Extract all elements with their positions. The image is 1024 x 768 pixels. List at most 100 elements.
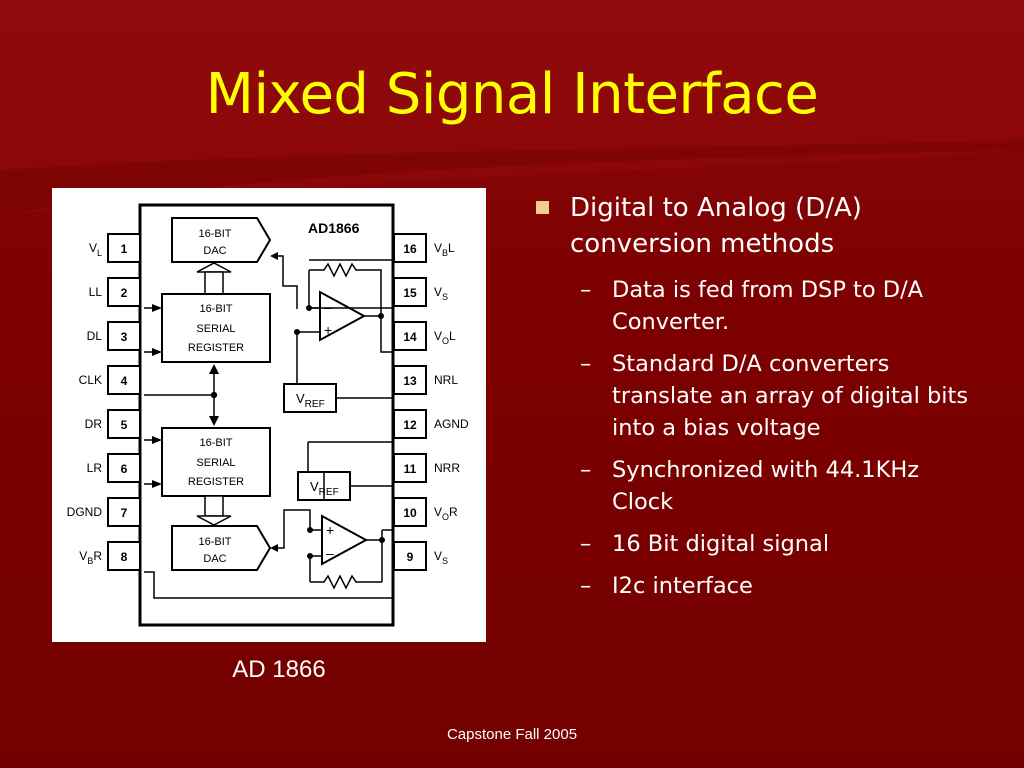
pin-box [393,233,427,263]
pin-label: LR [87,461,103,475]
pin-box [393,453,427,483]
pin-box [107,233,141,263]
pin-number: 1 [121,242,128,256]
pin-number: 12 [403,418,417,432]
pin-number: 5 [121,418,128,432]
dac-bottom-block [171,525,272,571]
bullet-list: Digital to Analog (D/A) conversion metho… [534,190,984,612]
reg-top-label-3: REGISTER [188,342,244,354]
feedback-resistor-bottom [310,574,382,590]
opamp-top-out-line [368,269,393,353]
sub-bullet-list: –Data is fed from DSP to D/A Converter. … [534,274,984,602]
feedback-resistor-top [309,262,368,278]
opamp-bottom-out-line [366,539,383,582]
pin-box [393,541,427,571]
dac-top-label-2: DAC [203,245,226,257]
slide-title: Mixed Signal Interface [205,62,819,127]
pin-label: NRR [434,461,460,475]
pin-label: VS [434,285,448,302]
vref-bottom-label: VREF [310,479,339,498]
opamp-top [319,290,367,342]
pin-number: 11 [404,462,417,476]
pin-label: LL [89,285,103,299]
sub-bullet-item: –Standard D/A converters translate an ar… [580,348,984,444]
pin-number: 3 [121,330,128,344]
register-link-arrow-up [209,364,219,374]
reg-bottom-label-2: SERIAL [196,457,235,469]
serial-register-top-block [161,293,271,363]
pin-number: 15 [403,286,417,300]
lr-arrow [152,480,162,488]
pin-number: 2 [121,286,128,300]
pin-box [393,277,427,307]
reg-bottom-label-3: REGISTER [188,476,244,488]
dash-icon: – [580,277,592,303]
left-pin-group: 1 VL 2 LL 3 DL 4 CLK 5 DR 6 LR 7 DGND 8 VBR [67,233,141,571]
pin-box [393,365,427,395]
pin-box [107,365,141,395]
pin-number: 8 [121,550,128,564]
dac-top-out-arrow [270,252,278,260]
pin-number: 9 [407,550,414,564]
vbr-vs-line [144,571,393,599]
diagram-caption: AD 1866 [232,656,326,683]
dac-top-block [171,217,272,263]
pin-label: VBR [79,549,102,566]
pin-box [107,541,141,571]
dash-icon: – [580,351,592,377]
opamp-bottom [321,514,369,566]
pin-label: CLK [79,373,102,387]
opamp-top-minus: – [324,299,332,315]
pin-label: VOL [434,329,456,346]
pin-box [393,321,427,351]
bullet-main: Digital to Analog (D/A) conversion metho… [534,190,984,262]
pin-number: 16 [403,242,417,256]
pin-number: 6 [121,462,128,476]
reg-top-label-1: 16-BIT [199,303,232,315]
vref-top-label: VREF [296,391,325,410]
pin-box [107,409,141,439]
vref-bottom-feed-line [310,472,325,501]
pin-label: VS [434,549,448,566]
bullet-main-text: Digital to Analog (D/A) conversion metho… [570,193,862,259]
reg-top-label-2: SERIAL [196,323,235,335]
pin-number: 4 [121,374,128,388]
pin-label: NRL [434,373,458,387]
opamp-top-inv-line [308,270,320,309]
pin-box [393,409,427,439]
serial-register-bottom-block [161,427,271,497]
square-bullet-icon [536,201,549,214]
pin-label: DR [85,417,103,431]
dac-bottom-bus [204,495,224,517]
ll-arrow [152,304,162,312]
pin-box [107,277,141,307]
dash-icon: – [580,573,592,599]
register-link-arrow-down [209,416,219,426]
opamp-bottom-minus: – [326,545,334,561]
pin-label: VOR [434,505,458,522]
opamp-bottom-plus: + [326,522,334,538]
pin-number: 13 [403,374,417,388]
reg-bottom-label-1: 16-BIT [199,437,232,449]
pin-label: DL [87,329,103,343]
pin-label: VL [89,241,102,258]
opamp-bottom-inv-junction [307,553,313,559]
sub-bullet-item: –16 Bit digital signal [580,528,984,560]
chip-name: AD1866 [308,220,360,236]
dac-bottom-bus-arrow [196,515,232,526]
dac-top-bus-arrow [196,262,232,273]
sub-bullet-item: –Data is fed from DSP to D/A Converter. [580,274,984,338]
pin-label: DGND [67,505,103,519]
dac-bottom-out-line [274,509,311,549]
sub-bullet-item: –I2c interface [580,570,984,602]
pin-box [393,497,427,527]
opamp-bottom-out-junction [379,537,385,543]
opamp-bottom-noninv-junction [307,527,313,533]
dac-bottom-label-2: DAC [203,553,226,565]
dac-top-out-line [274,255,298,309]
pin-number: 7 [121,506,128,520]
dac-bottom-out-arrow [270,544,278,552]
